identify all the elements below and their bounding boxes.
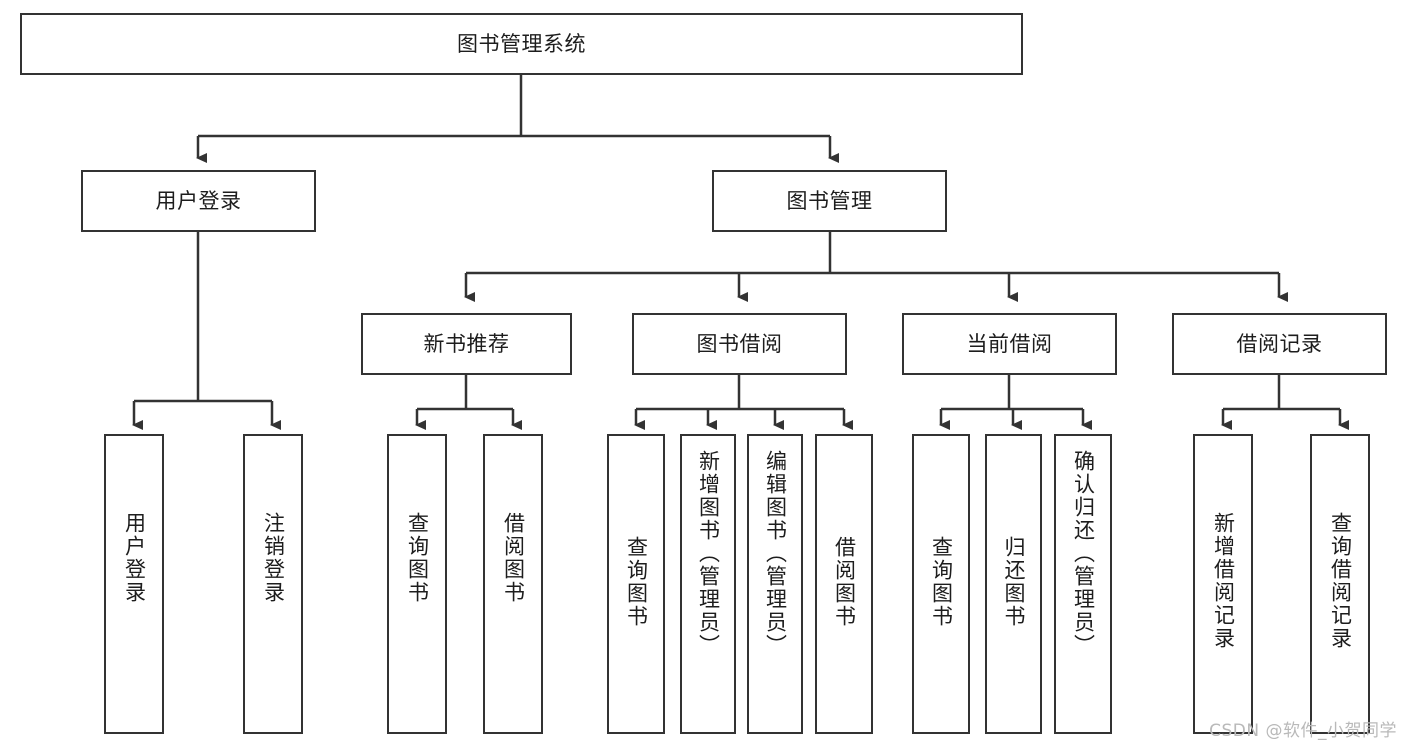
node-book-management-label: 图书管理 xyxy=(786,188,873,213)
leaf-new-book-query[interactable]: 查询图书 xyxy=(387,434,447,734)
leaf-current-confirm-return-label: 确认归还（管理员） xyxy=(1071,450,1096,657)
leaf-new-book-borrow[interactable]: 借阅图书 xyxy=(483,434,543,734)
node-new-book-recommend[interactable]: 新书推荐 xyxy=(361,313,572,375)
node-new-book-recommend-label: 新书推荐 xyxy=(423,331,510,356)
leaf-borrow-edit-book-label: 编辑图书（管理员） xyxy=(763,450,788,657)
node-root-label: 图书管理系统 xyxy=(457,31,586,56)
leaf-current-return-book[interactable]: 归还图书 xyxy=(985,434,1042,734)
leaf-new-book-query-label: 查询图书 xyxy=(405,512,430,604)
leaf-borrow-borrow-book[interactable]: 借阅图书 xyxy=(815,434,873,734)
leaf-current-query-book-label: 查询图书 xyxy=(929,536,954,628)
node-root[interactable]: 图书管理系统 xyxy=(20,13,1023,75)
leaf-user-login-logout[interactable]: 注销登录 xyxy=(243,434,303,734)
node-current-borrow-label: 当前借阅 xyxy=(966,331,1053,356)
node-book-borrow[interactable]: 图书借阅 xyxy=(632,313,847,375)
leaf-record-query[interactable]: 查询借阅记录 xyxy=(1310,434,1370,734)
node-book-borrow-label: 图书借阅 xyxy=(696,331,783,356)
leaf-user-login-login-label: 用户登录 xyxy=(122,512,147,604)
leaf-user-login-logout-label: 注销登录 xyxy=(261,512,286,604)
leaf-user-login-login[interactable]: 用户登录 xyxy=(104,434,164,734)
leaf-borrow-query-book[interactable]: 查询图书 xyxy=(607,434,665,734)
leaf-borrow-edit-book[interactable]: 编辑图书（管理员） xyxy=(747,434,803,734)
leaf-borrow-borrow-book-label: 借阅图书 xyxy=(832,536,857,628)
node-current-borrow[interactable]: 当前借阅 xyxy=(902,313,1117,375)
watermark-text: CSDN @软件_小贺同学 xyxy=(1209,721,1397,741)
leaf-current-confirm-return[interactable]: 确认归还（管理员） xyxy=(1054,434,1112,734)
leaf-current-query-book[interactable]: 查询图书 xyxy=(912,434,970,734)
node-borrow-record-label: 借阅记录 xyxy=(1236,331,1323,356)
leaf-new-book-borrow-label: 借阅图书 xyxy=(501,512,526,604)
node-book-management[interactable]: 图书管理 xyxy=(712,170,947,232)
leaf-record-add-label: 新增借阅记录 xyxy=(1211,512,1236,650)
node-user-login[interactable]: 用户登录 xyxy=(81,170,316,232)
leaf-borrow-query-book-label: 查询图书 xyxy=(624,536,649,628)
leaf-record-query-label: 查询借阅记录 xyxy=(1328,512,1353,650)
node-borrow-record[interactable]: 借阅记录 xyxy=(1172,313,1387,375)
leaf-borrow-add-book[interactable]: 新增图书（管理员） xyxy=(680,434,736,734)
leaf-record-add[interactable]: 新增借阅记录 xyxy=(1193,434,1253,734)
leaf-current-return-book-label: 归还图书 xyxy=(1001,536,1026,628)
leaf-borrow-add-book-label: 新增图书（管理员） xyxy=(696,450,721,657)
node-user-login-label: 用户登录 xyxy=(155,188,242,213)
